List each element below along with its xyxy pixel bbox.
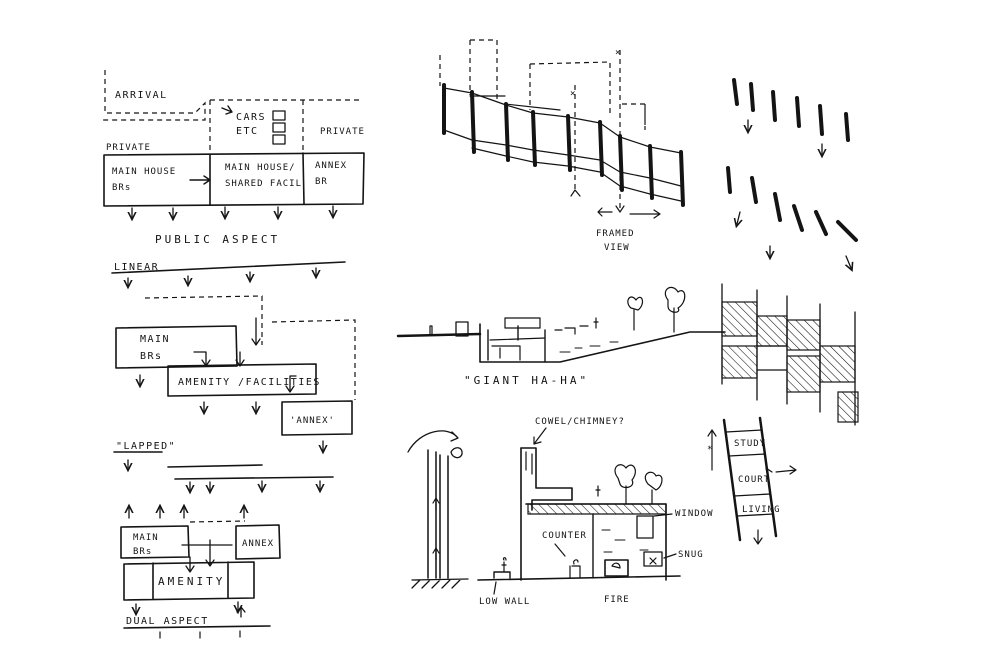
lapped-main-label: MAIN [133,533,159,543]
linear-label: LINEAR [114,262,159,273]
study-label: STUDY [734,439,766,449]
lapped-label: "LAPPED" [116,441,176,452]
elevation-sketch: COWEL/CHIMNEY? COUNTER WINDOW SNUG FIRE … [407,417,714,607]
diagram-linear-arrangement: LINEAR MAIN BRs AMENITY /FACILITIES 'ANN… [111,261,356,450]
public-aspect-label: PUBLIC ASPECT [155,233,280,246]
linear-main-label: MAIN [140,334,170,345]
hatched-stagger-plan [721,283,859,426]
framed-label: FRAMED [596,229,635,239]
private-right-label: PRIVATE [320,127,365,137]
cowel-chimney-label: COWEL/CHIMNEY? [535,417,625,427]
shared-facilities-label-2: SHARED FACIL [225,179,302,189]
diagram-courtyard-arrangement: ARRIVAL CARS ETC PRIVATE PRIVATE MAIN HO… [100,70,365,246]
main-house-brs-label: MAIN HOUSE [112,167,176,177]
snug-label: SNUG [678,550,704,560]
annex-br-label-2: BR [315,177,328,187]
linear-amenity-label: AMENITY /FACILITIES [178,377,321,388]
lapped-amenity-label: AMENITY [158,575,225,588]
counter-label: COUNTER [542,531,587,541]
study-court-living-strip: STUDY COURT LIVING * [707,416,797,545]
living-label: LIVING [742,505,781,515]
window-label: WINDOW [675,509,714,519]
datum-mark-2: × [570,89,576,99]
staggered-plan-framed-view: × × FRAMED VIEW [439,39,685,253]
linear-brs-label: BRs [140,351,163,362]
arrival-label: ARRIVAL [115,90,168,101]
dual-aspect-label: DUAL ASPECT [126,616,209,627]
section-giant-ha-ha: "GIANT HA-HA" [396,286,726,387]
star-mark: * [707,445,713,455]
cars-label: CARS [236,112,266,123]
linear-annex-label: 'ANNEX' [290,416,335,426]
datum-mark-1: × [615,48,621,58]
main-house-brs-label-2: BRs [112,183,131,193]
diagram-lapped-arrangement: "LAPPED" MAIN BRs ANNEX AMENITY [113,441,334,639]
arrow-field-sketch [726,78,858,268]
view-label: VIEW [604,243,630,253]
giant-ha-ha-caption: "GIANT HA-HA" [464,374,589,387]
low-wall-label: LOW WALL [479,597,530,607]
lapped-brs-label: BRs [133,547,152,557]
private-left-label: PRIVATE [106,143,151,153]
annex-br-label: ANNEX [315,161,347,171]
court-label: COURT [738,475,770,485]
shared-facilities-label: MAIN HOUSE/ [225,163,296,173]
fire-label: FIRE [604,595,630,605]
cars-etc-label: ETC [236,126,259,137]
lapped-annex-label: ANNEX [242,539,274,549]
